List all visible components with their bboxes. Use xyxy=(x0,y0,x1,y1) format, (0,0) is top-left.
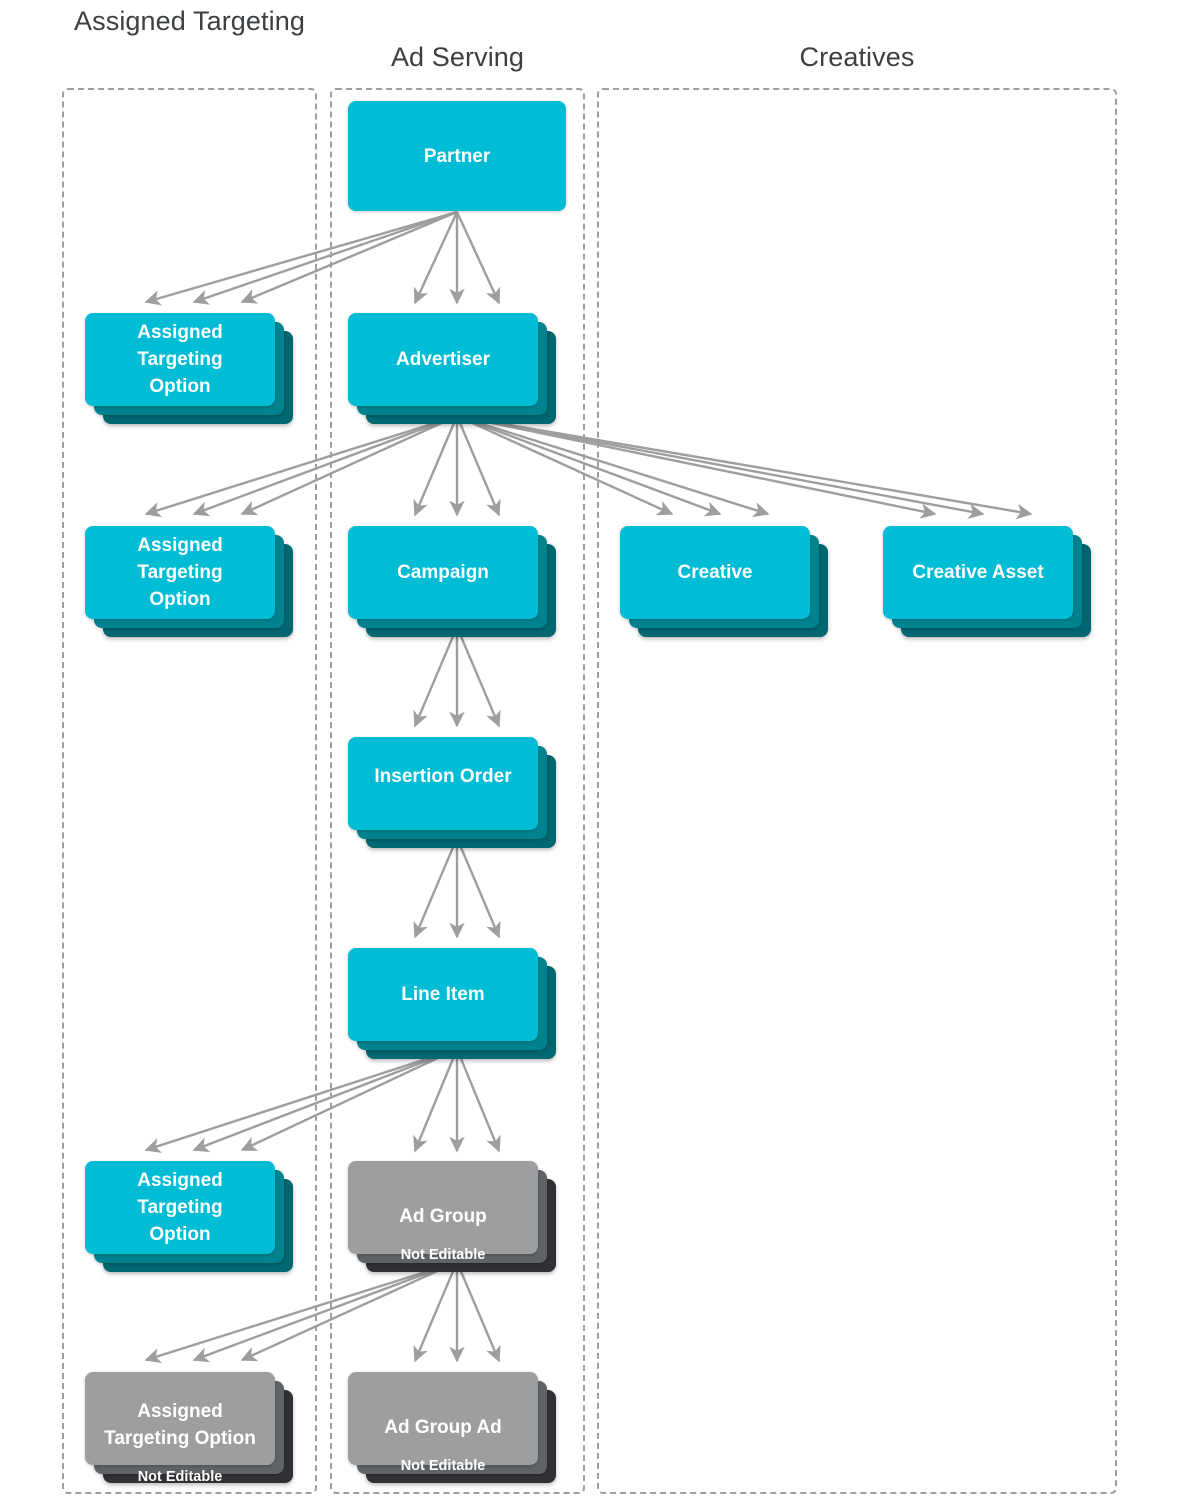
node-content: Line Item xyxy=(348,948,538,1041)
node-advertiser[interactable]: Advertiser xyxy=(348,313,556,424)
node-content: Partner xyxy=(348,101,566,211)
node-label: Assigned Targeting Option xyxy=(137,1170,223,1245)
node-partner[interactable]: Partner xyxy=(348,101,566,211)
node-content: Creative Asset xyxy=(883,526,1073,619)
node-content: Ad Group Not Editable xyxy=(348,1161,538,1263)
node-editability-badge: Not Editable xyxy=(400,1247,486,1263)
node-creative-asset[interactable]: Creative Asset xyxy=(883,526,1091,637)
node-face xyxy=(348,948,538,1041)
group-container-creatives xyxy=(597,88,1117,1494)
node-line-item[interactable]: Line Item xyxy=(348,948,556,1059)
node-campaign[interactable]: Campaign xyxy=(348,526,556,637)
node-label: Partner xyxy=(423,145,491,167)
node-label: Line Item xyxy=(401,984,485,1005)
group-container-ad-serving xyxy=(330,88,585,1494)
node-content: Assigned Targeting Option xyxy=(85,313,275,406)
node-face xyxy=(85,1372,275,1465)
node-ato-partner[interactable]: Assigned Targeting Option xyxy=(85,313,293,424)
node-label: Creative xyxy=(677,562,753,583)
node-ato-line-item[interactable]: Assigned Targeting Option xyxy=(85,1161,293,1272)
node-face xyxy=(348,1161,538,1254)
group-title-assigned-targeting: Assigned Targeting xyxy=(74,6,305,36)
node-label: Assigned Targeting Option xyxy=(137,535,223,610)
node-label: Campaign xyxy=(397,562,489,583)
node-label: Ad Group xyxy=(399,1206,487,1227)
node-creative[interactable]: Creative xyxy=(620,526,828,637)
node-label: Advertiser xyxy=(396,349,490,370)
node-insertion-order[interactable]: Insertion Order xyxy=(348,737,556,848)
node-label: Insertion Order xyxy=(374,766,512,787)
group-title-ad-serving: Ad Serving xyxy=(390,42,525,72)
node-editability-badge: Not Editable xyxy=(137,1469,223,1485)
node-label: Creative Asset xyxy=(912,562,1044,583)
node-face xyxy=(348,737,538,830)
node-face xyxy=(85,1161,275,1254)
node-face xyxy=(620,526,810,619)
node-ad-group[interactable]: Ad Group Not Editable xyxy=(348,1161,556,1272)
node-content: Advertiser xyxy=(348,313,538,406)
node-face xyxy=(85,313,275,406)
node-editability-badge: Not Editable xyxy=(400,1458,486,1474)
node-content: Campaign xyxy=(348,526,538,619)
node-content: Insertion Order xyxy=(348,737,538,830)
node-label: Assigned Targeting Option xyxy=(137,322,223,397)
node-face xyxy=(348,313,538,406)
node-content: Assigned Targeting Option Not Editable xyxy=(85,1372,275,1485)
node-content: Assigned Targeting Option xyxy=(85,526,275,619)
node-ato-advertiser[interactable]: Assigned Targeting Option xyxy=(85,526,293,637)
node-content: Assigned Targeting Option xyxy=(85,1161,275,1254)
node-face xyxy=(85,526,275,619)
group-title-creatives: Creatives xyxy=(799,42,915,72)
node-ato-ad-group[interactable]: Assigned Targeting Option Not Editable xyxy=(85,1372,293,1485)
node-ad-group-ad[interactable]: Ad Group Ad Not Editable xyxy=(348,1372,556,1483)
node-label: Ad Group Ad xyxy=(384,1417,502,1438)
node-label: Assigned Targeting Option xyxy=(104,1401,256,1449)
node-face xyxy=(348,101,566,211)
node-content: Ad Group Ad Not Editable xyxy=(348,1372,538,1474)
node-face xyxy=(348,526,538,619)
node-face xyxy=(883,526,1073,619)
node-content: Creative xyxy=(620,526,810,619)
node-face xyxy=(348,1372,538,1465)
group-container-assigned-targeting xyxy=(62,88,317,1494)
